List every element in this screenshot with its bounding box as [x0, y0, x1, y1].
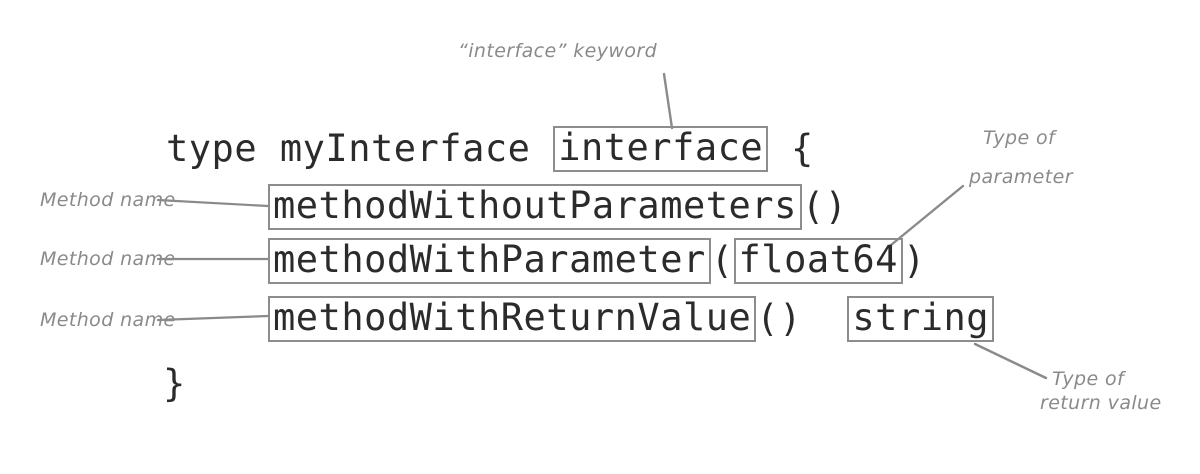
code-line-5: } — [163, 363, 186, 405]
annotation-method-name-1: Method name — [40, 189, 176, 211]
code-line-4: methodWithReturnValue() string — [268, 296, 995, 342]
annotation-type-of-parameter-line2: parameter — [969, 166, 1073, 188]
boxed-interface-keyword: interface — [553, 126, 769, 172]
boxed-string-type: string — [847, 296, 995, 342]
leader-type-of-parameter — [889, 184, 965, 247]
code-close-brace: } — [163, 362, 186, 405]
annotation-type-of-return-value-line1: Type of — [1052, 368, 1125, 390]
annotation-type-of-parameter-line1: Type of — [983, 127, 1056, 149]
boxed-method-without-parameters: methodWithoutParameters — [268, 184, 802, 230]
code-empty-parens-1: () — [801, 185, 848, 228]
code-close-paren-2: ) — [902, 239, 926, 282]
boxed-float64-type: float64 — [733, 238, 903, 284]
annotation-interface-keyword: “interface” keyword — [458, 40, 658, 62]
code-line-3: methodWithParameter(float64) — [268, 238, 926, 284]
code-line-1: type myInterface interface { — [166, 126, 814, 172]
annotation-method-name-2: Method name — [40, 248, 176, 270]
boxed-method-with-return-value: methodWithReturnValue — [268, 296, 757, 342]
code-keyword-type-prefix: type myInterface — [166, 127, 554, 170]
code-empty-parens-3: () — [756, 297, 848, 340]
leader-type-of-return-value — [973, 342, 1048, 380]
annotation-method-name-3: Method name — [40, 309, 176, 331]
code-line-2: methodWithoutParameters() — [268, 184, 847, 230]
boxed-method-with-parameter: methodWithParameter — [268, 238, 711, 284]
code-open-brace: { — [768, 127, 814, 170]
annotation-type-of-return-value-line2: return value — [1040, 392, 1162, 414]
code-open-paren-2: ( — [710, 239, 734, 282]
leader-keyword — [662, 72, 674, 130]
